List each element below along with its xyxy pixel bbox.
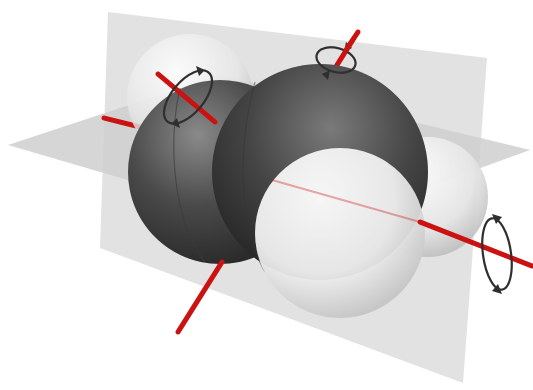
hydrogen-atom-front-left [255,148,425,318]
